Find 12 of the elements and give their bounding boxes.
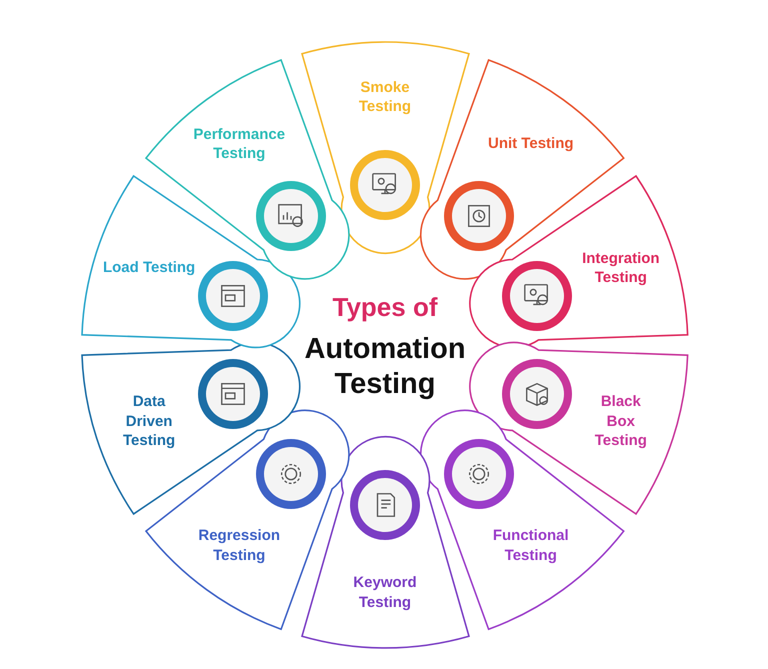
segment-label: Unit Testing	[486, 134, 575, 154]
segment-label: Functional Testing	[492, 526, 570, 566]
segment-label: Keyword Testing	[352, 573, 418, 612]
title-heading: Types of	[332, 292, 439, 324]
segment-label: Black Box Testing	[594, 392, 648, 451]
segment-label: Regression Testing	[197, 526, 282, 566]
segment-label: Performance Testing	[192, 124, 286, 164]
title-text: Automation Testing	[303, 332, 467, 402]
segment-label: Smoke Testing	[358, 78, 412, 116]
segment-label: Load Testing	[102, 258, 196, 278]
segment-label: Data Driven Testing	[122, 392, 176, 451]
segment-label: Integration Testing	[581, 248, 661, 288]
